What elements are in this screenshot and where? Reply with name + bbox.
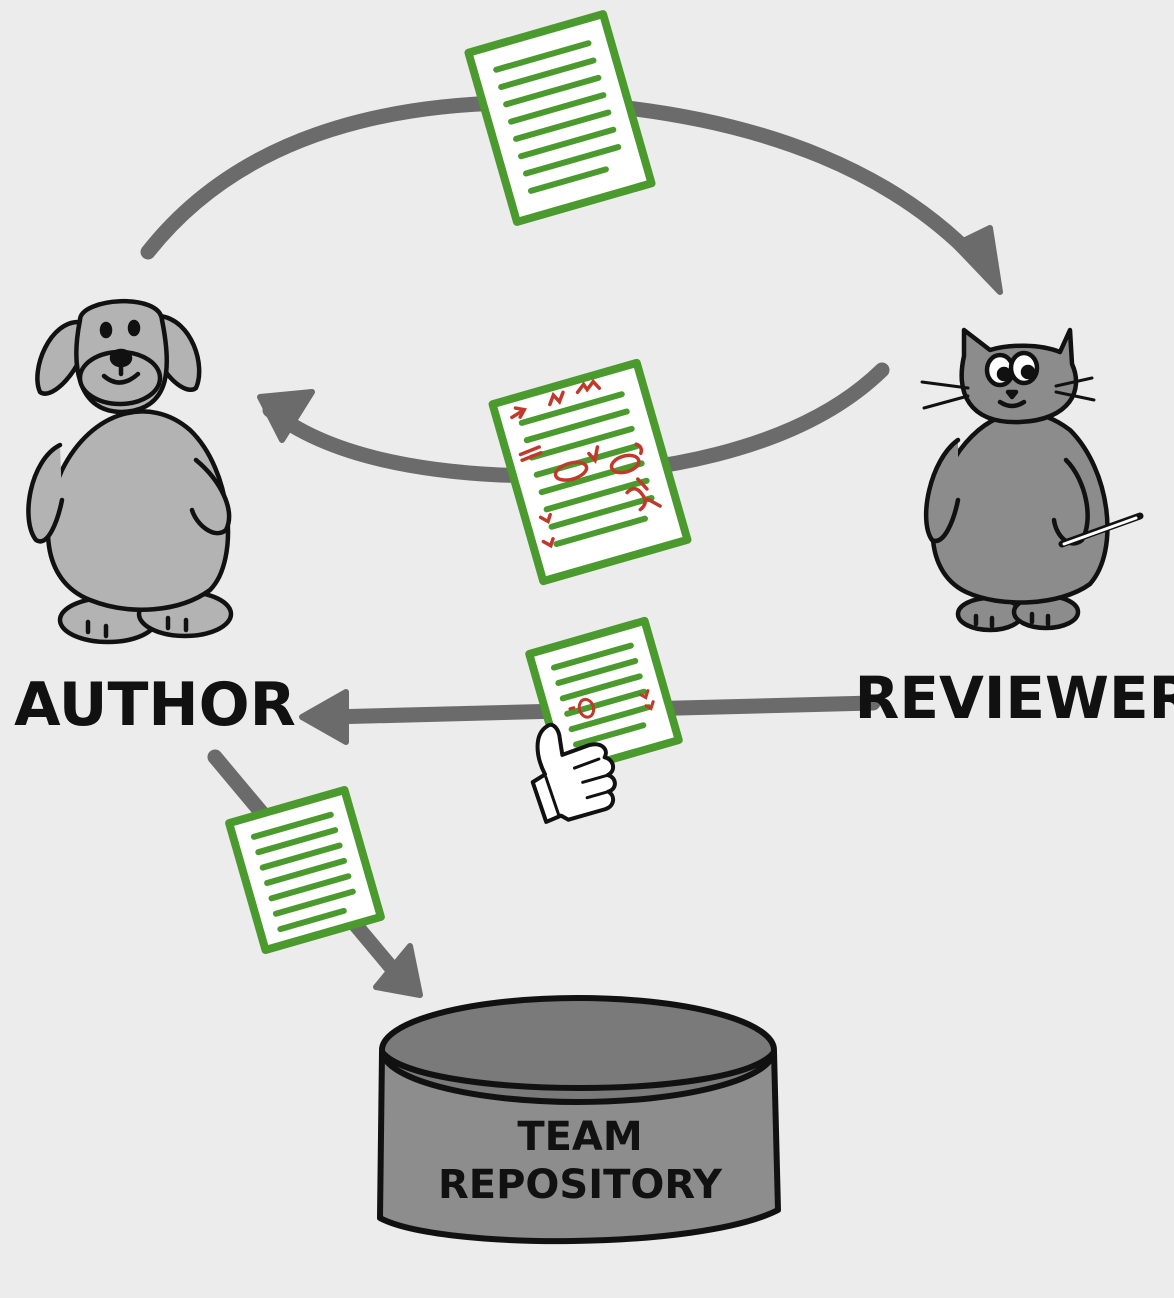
cat-icon: [920, 327, 1144, 633]
reviewer-label: REVIEWER: [855, 664, 1174, 732]
repository-label-line2: REPOSITORY: [438, 1162, 723, 1208]
arrow-reviewer-to-author-feedback-head: [257, 389, 315, 443]
document-icon-reviewed: [488, 358, 692, 586]
document-icon-submitted: [464, 10, 656, 226]
author-label: AUTHOR: [14, 670, 296, 740]
repository-label-line1: TEAM: [517, 1114, 642, 1160]
thumbs-up-icon: [530, 722, 617, 824]
document-icon-merged: [225, 786, 385, 954]
arrow-author-to-repository-head: [373, 943, 423, 998]
document-icon-approved: [525, 616, 683, 778]
dog-icon: [26, 299, 234, 645]
database-cylinder-icon: [377, 995, 781, 1245]
arrow-reviewer-to-author-approval-head: [299, 689, 349, 745]
arrow-author-to-reviewer-head: [952, 225, 1003, 295]
review-marks: [510, 378, 662, 549]
